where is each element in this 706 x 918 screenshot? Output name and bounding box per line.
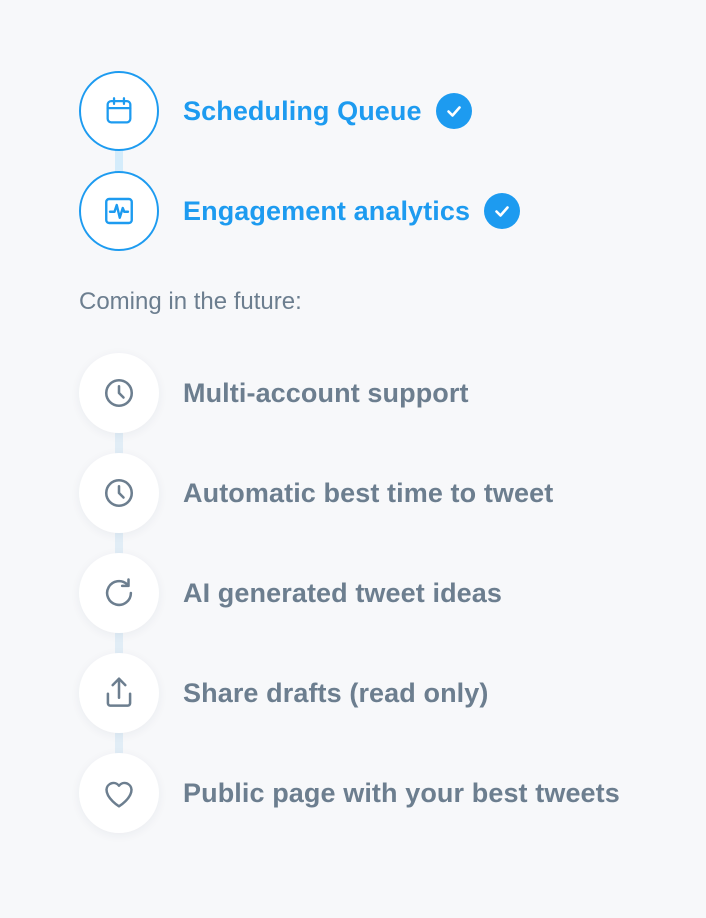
timeline-connector <box>115 731 123 755</box>
feature-ai-ideas: AI generated tweet ideas <box>79 553 679 655</box>
share-icon <box>100 674 138 712</box>
feature-icon-circle <box>79 453 159 533</box>
timeline-connector <box>115 531 123 555</box>
completed-features: Scheduling Queue Engagement analytics <box>79 71 679 251</box>
feature-multi-account: Multi-account support <box>79 353 679 455</box>
feature-label: Automatic best time to tweet <box>183 477 554 508</box>
check-icon <box>484 193 521 229</box>
future-heading: Coming in the future: <box>79 288 302 315</box>
future-features: Multi-account support Automatic best tim… <box>79 353 679 833</box>
timeline-connector <box>115 631 123 655</box>
heart-icon <box>99 773 139 813</box>
feature-icon-circle <box>79 71 159 151</box>
clock-icon <box>101 375 137 411</box>
feature-scheduling-queue: Scheduling Queue <box>79 71 679 173</box>
clock-icon <box>101 475 137 511</box>
check-icon <box>435 93 472 129</box>
calendar-icon <box>102 94 136 128</box>
feature-best-time: Automatic best time to tweet <box>79 453 679 555</box>
feature-icon-circle <box>79 171 159 251</box>
refresh-icon <box>100 574 138 612</box>
feature-label: Multi-account support <box>183 377 469 408</box>
feature-icon-circle <box>79 753 159 833</box>
analytics-icon <box>101 193 137 229</box>
timeline-connector <box>115 431 123 455</box>
feature-icon-circle <box>79 353 159 433</box>
feature-engagement-analytics: Engagement analytics <box>79 171 679 251</box>
feature-icon-circle <box>79 653 159 733</box>
feature-label: Engagement analytics <box>183 195 471 226</box>
feature-label: Public page with your best tweets <box>183 777 620 808</box>
timeline-connector <box>115 149 123 173</box>
roadmap: Scheduling Queue Engagement analytics <box>79 71 679 833</box>
feature-label: Share drafts (read only) <box>183 677 489 708</box>
feature-icon-circle <box>79 553 159 633</box>
feature-share-drafts: Share drafts (read only) <box>79 653 679 755</box>
feature-label: AI generated tweet ideas <box>183 577 503 608</box>
feature-public-page: Public page with your best tweets <box>79 753 679 833</box>
feature-label: Scheduling Queue <box>183 95 422 126</box>
